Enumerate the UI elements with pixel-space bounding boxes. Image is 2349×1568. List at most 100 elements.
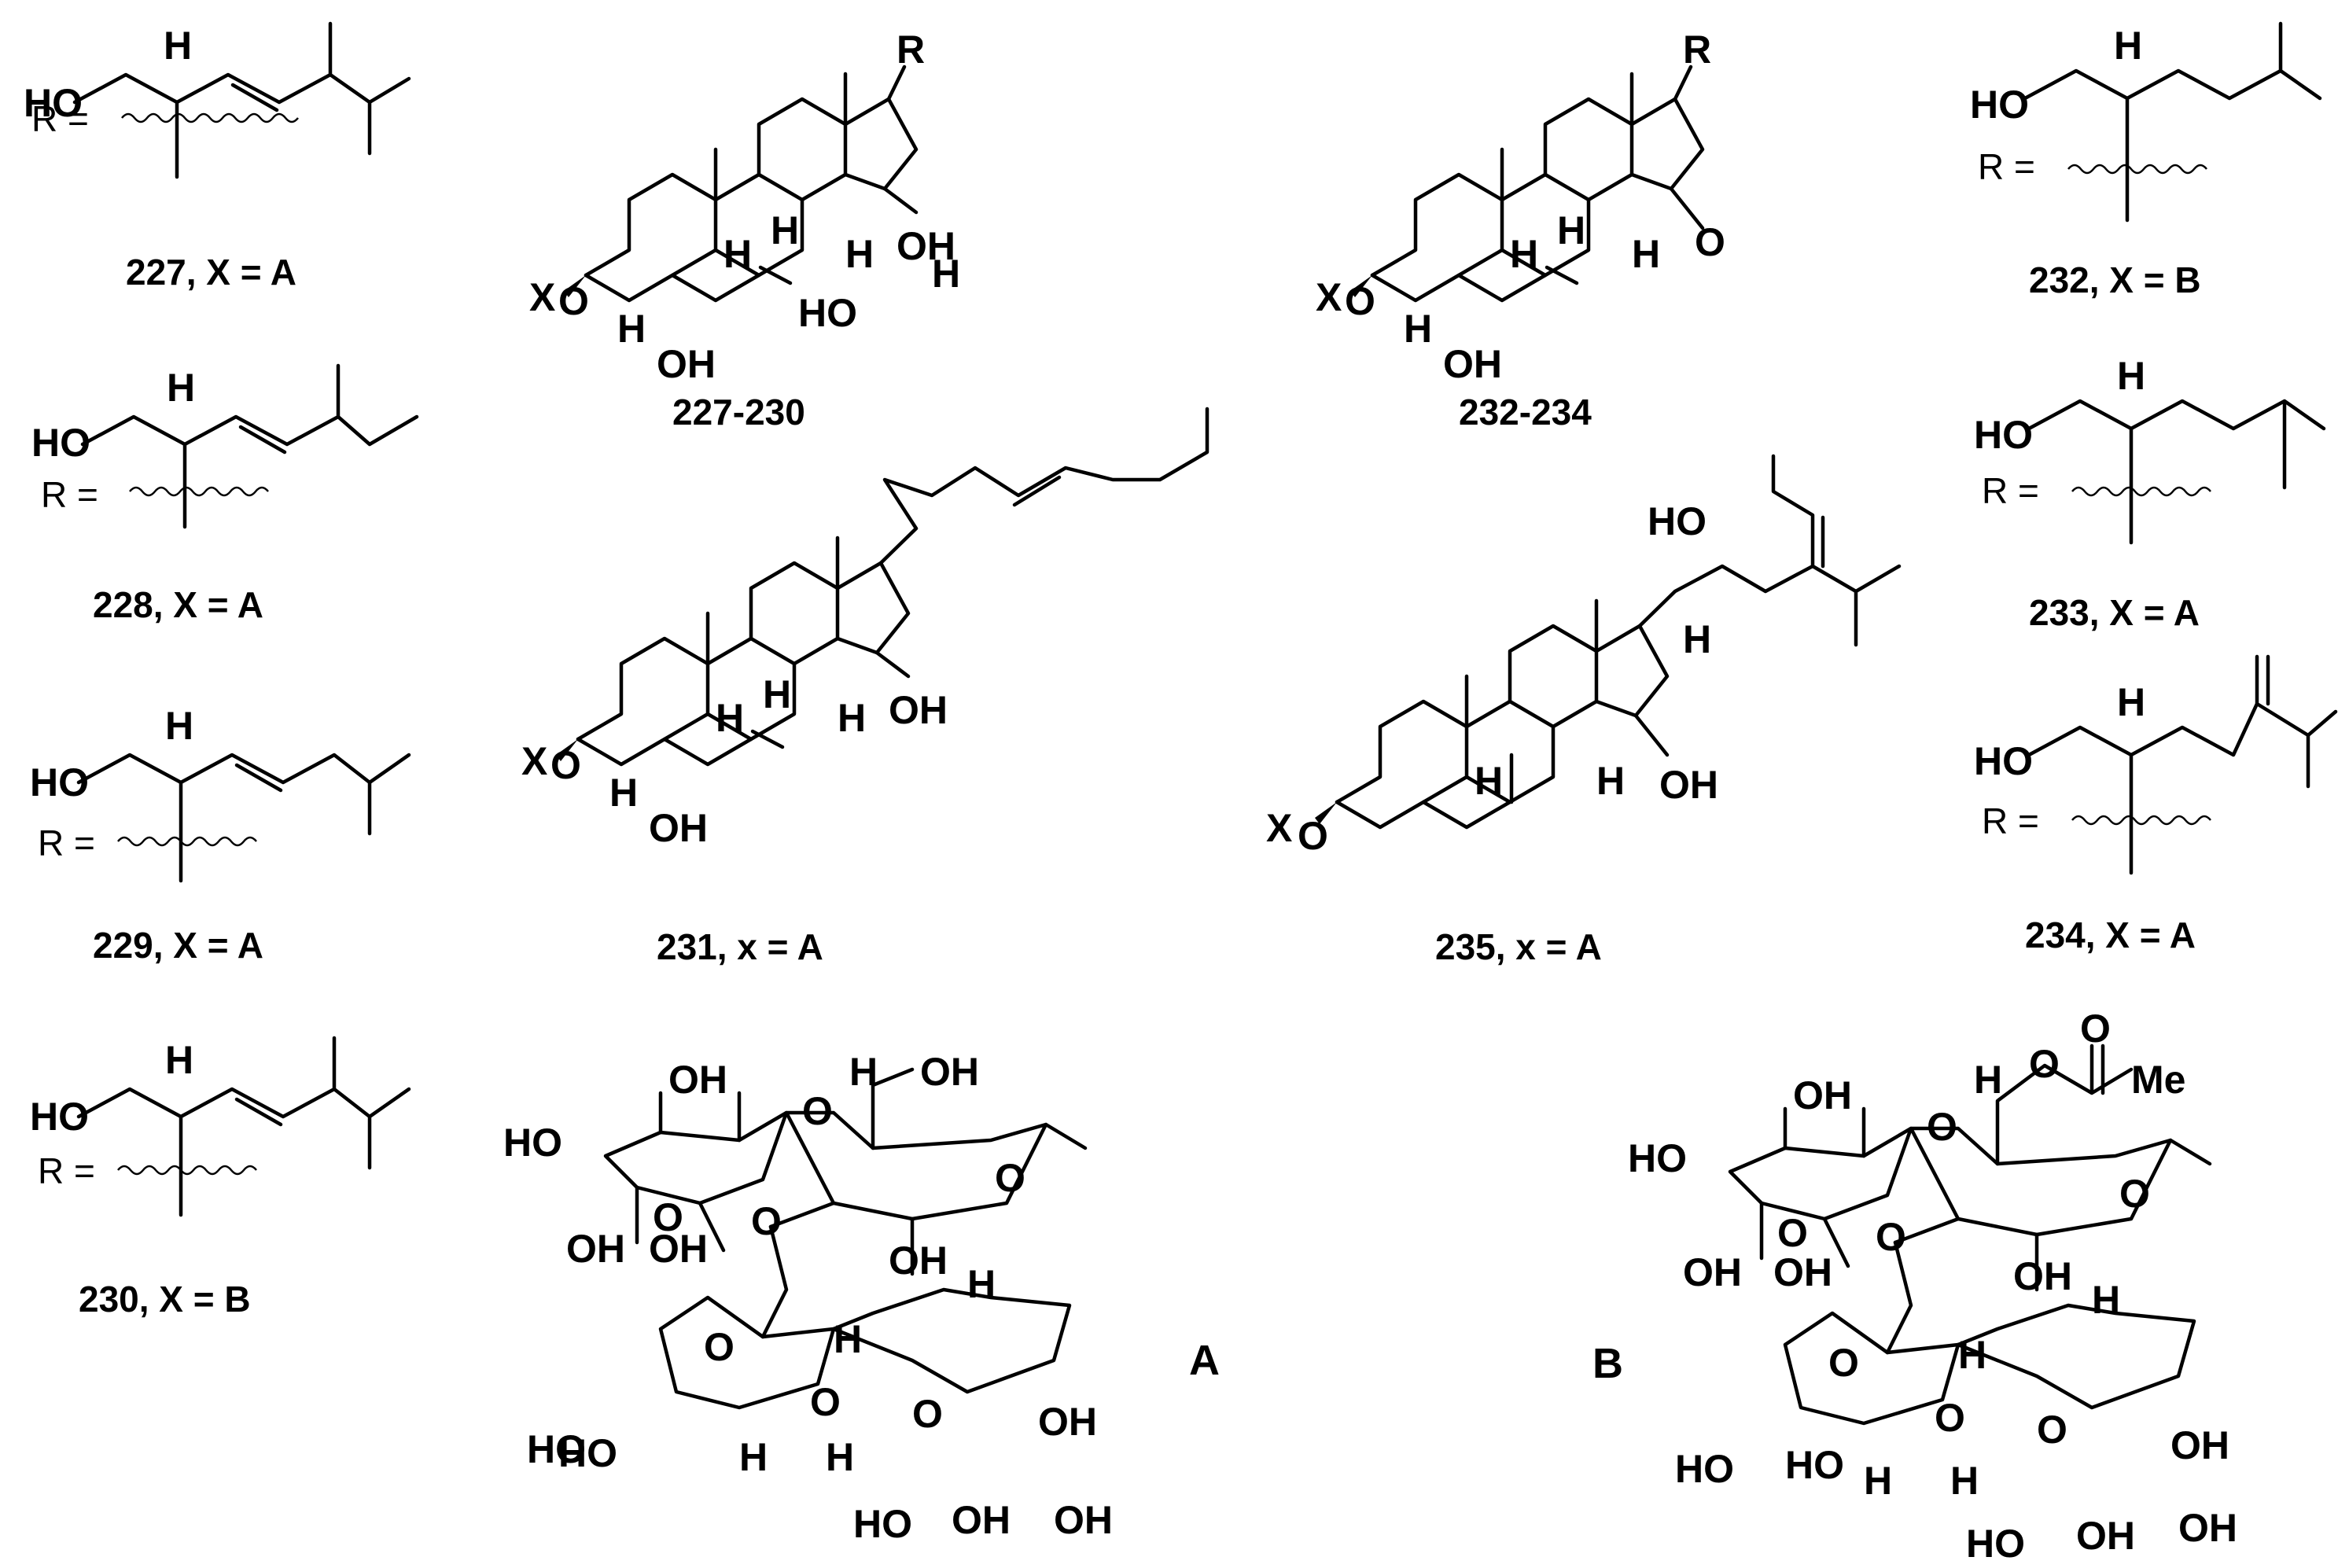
structure-228: HO H R = 228, X = A bbox=[31, 363, 419, 625]
atom-label: H bbox=[1864, 1459, 1892, 1503]
atom-label: H bbox=[2117, 680, 2145, 724]
atom-label: H bbox=[1557, 208, 1585, 252]
structure-227: HO H R = 227, X = A bbox=[24, 21, 411, 293]
steroid-232-234: X O H OH H H H O R 232-234 bbox=[1316, 28, 1725, 432]
atom-label: O bbox=[1345, 279, 1375, 323]
atom-label: OH bbox=[1038, 1400, 1097, 1444]
atom-label: H bbox=[1510, 232, 1538, 276]
atom-label: HO bbox=[1785, 1443, 1844, 1487]
steroid-235: X O H H OH H HO 235, x = A bbox=[1266, 454, 1902, 967]
atom-label: O bbox=[751, 1199, 782, 1243]
sugar-label-A: A bbox=[1189, 1337, 1220, 1384]
atom-label: HO bbox=[24, 81, 83, 125]
atom-label: O bbox=[1777, 1211, 1808, 1255]
structure-233: HO H R = 233, X = A bbox=[1974, 354, 2326, 633]
atom-label: O bbox=[550, 743, 581, 787]
atom-label: HO bbox=[558, 1431, 617, 1475]
r-equals-label: R = bbox=[1978, 146, 2035, 187]
r-equals-label: R = bbox=[31, 98, 89, 139]
atom-label: H bbox=[1958, 1333, 1986, 1377]
atom-label: H bbox=[932, 252, 960, 296]
atom-label: H bbox=[845, 232, 874, 276]
atom-label: HO bbox=[1966, 1522, 2025, 1566]
atom-label: H bbox=[739, 1435, 768, 1479]
atom-label: H bbox=[167, 366, 195, 410]
atom-label: H bbox=[1683, 617, 1711, 661]
caption-235: 235, x = A bbox=[1435, 926, 1602, 967]
atom-label: OH bbox=[649, 806, 708, 850]
atom-label: O bbox=[810, 1380, 841, 1424]
atom-label: OH bbox=[2170, 1423, 2229, 1467]
atom-label: HO bbox=[1628, 1136, 1687, 1180]
atom-label: OH bbox=[1054, 1498, 1113, 1542]
atom-label: O bbox=[2037, 1408, 2067, 1452]
atom-label: X bbox=[529, 275, 555, 319]
atom-label: HO bbox=[31, 421, 90, 465]
caption-227: 227, X = A bbox=[126, 252, 296, 293]
caption-231: 231, x = A bbox=[657, 926, 823, 967]
atom-label: H bbox=[967, 1262, 996, 1306]
atom-label: H bbox=[826, 1435, 854, 1479]
atom-label: H bbox=[2117, 354, 2145, 398]
atom-label: H bbox=[1974, 1058, 2002, 1102]
atom-label: OH bbox=[2178, 1506, 2237, 1550]
atom-label: O bbox=[2029, 1042, 2060, 1086]
caption-229: 229, X = A bbox=[93, 925, 263, 966]
atom-label: H bbox=[164, 24, 192, 68]
atom-label: OH bbox=[1659, 763, 1718, 807]
structure-229: HO H R = 229, X = A bbox=[30, 704, 411, 966]
caption-230: 230, X = B bbox=[79, 1279, 251, 1320]
atom-label: O bbox=[2119, 1172, 2150, 1216]
atom-label: O bbox=[1695, 220, 1725, 264]
sugar-label-B: B bbox=[1592, 1340, 1623, 1387]
sugar-B: HO OH O H O O Me O OH OH O OH H O H O HO… bbox=[1628, 1007, 2237, 1566]
atom-label: O bbox=[1828, 1341, 1859, 1385]
atom-label: O bbox=[1298, 814, 1328, 858]
atom-label: HO bbox=[853, 1502, 912, 1546]
atom-label: H bbox=[2092, 1278, 2120, 1322]
atom-label: X bbox=[1266, 806, 1292, 850]
caption-232: 232, X = B bbox=[2029, 259, 2201, 300]
atom-label: H bbox=[609, 771, 638, 815]
atom-label: O bbox=[1935, 1396, 1965, 1440]
atom-label: OH bbox=[2013, 1254, 2072, 1298]
atom-label: HO bbox=[1648, 499, 1707, 543]
atom-label: O bbox=[995, 1156, 1025, 1200]
atom-label: H bbox=[771, 208, 799, 252]
atom-label: X bbox=[1316, 275, 1342, 319]
atom-label: H bbox=[763, 672, 791, 716]
atom-label: O bbox=[1876, 1215, 1906, 1259]
atom-label: OH bbox=[920, 1050, 979, 1094]
r-equals-label: R = bbox=[41, 474, 98, 515]
atom-label: OH bbox=[952, 1498, 1011, 1542]
steroid-227-230: X O H OH H H H OH R 227-230 bbox=[529, 28, 955, 432]
atom-label: R bbox=[897, 28, 925, 72]
atom-label: O bbox=[912, 1392, 943, 1436]
caption-228: 228, X = A bbox=[93, 584, 263, 625]
atom-label: HO bbox=[503, 1121, 562, 1165]
atom-label: H bbox=[834, 1317, 862, 1361]
atom-label: HO bbox=[1675, 1447, 1734, 1491]
r-equals-label: R = bbox=[38, 823, 95, 863]
atom-label: OH bbox=[1793, 1073, 1852, 1117]
atom-label: HO bbox=[798, 291, 857, 335]
atom-label: HO bbox=[30, 1095, 89, 1139]
atom-label: O bbox=[653, 1195, 683, 1239]
atom-label: OH bbox=[889, 1239, 948, 1283]
caption-234: 234, X = A bbox=[2025, 915, 2196, 955]
atom-label: H bbox=[1404, 307, 1432, 351]
atom-label: HO bbox=[527, 1427, 586, 1471]
atom-label: OH bbox=[897, 224, 955, 268]
atom-label: O bbox=[2080, 1007, 2111, 1051]
atom-label: HO bbox=[1974, 413, 2033, 457]
atom-label: H bbox=[617, 307, 646, 351]
atom-label: H bbox=[165, 704, 193, 748]
r-equals-label: R = bbox=[1982, 470, 2039, 511]
atom-label: HO bbox=[1974, 739, 2033, 783]
caption-232-234: 232-234 bbox=[1459, 392, 1592, 432]
caption-233: 233, X = A bbox=[2029, 592, 2200, 633]
r-equals-label: R = bbox=[38, 1150, 95, 1191]
atom-label: OH bbox=[566, 1227, 625, 1271]
atom-label: O bbox=[704, 1325, 735, 1369]
